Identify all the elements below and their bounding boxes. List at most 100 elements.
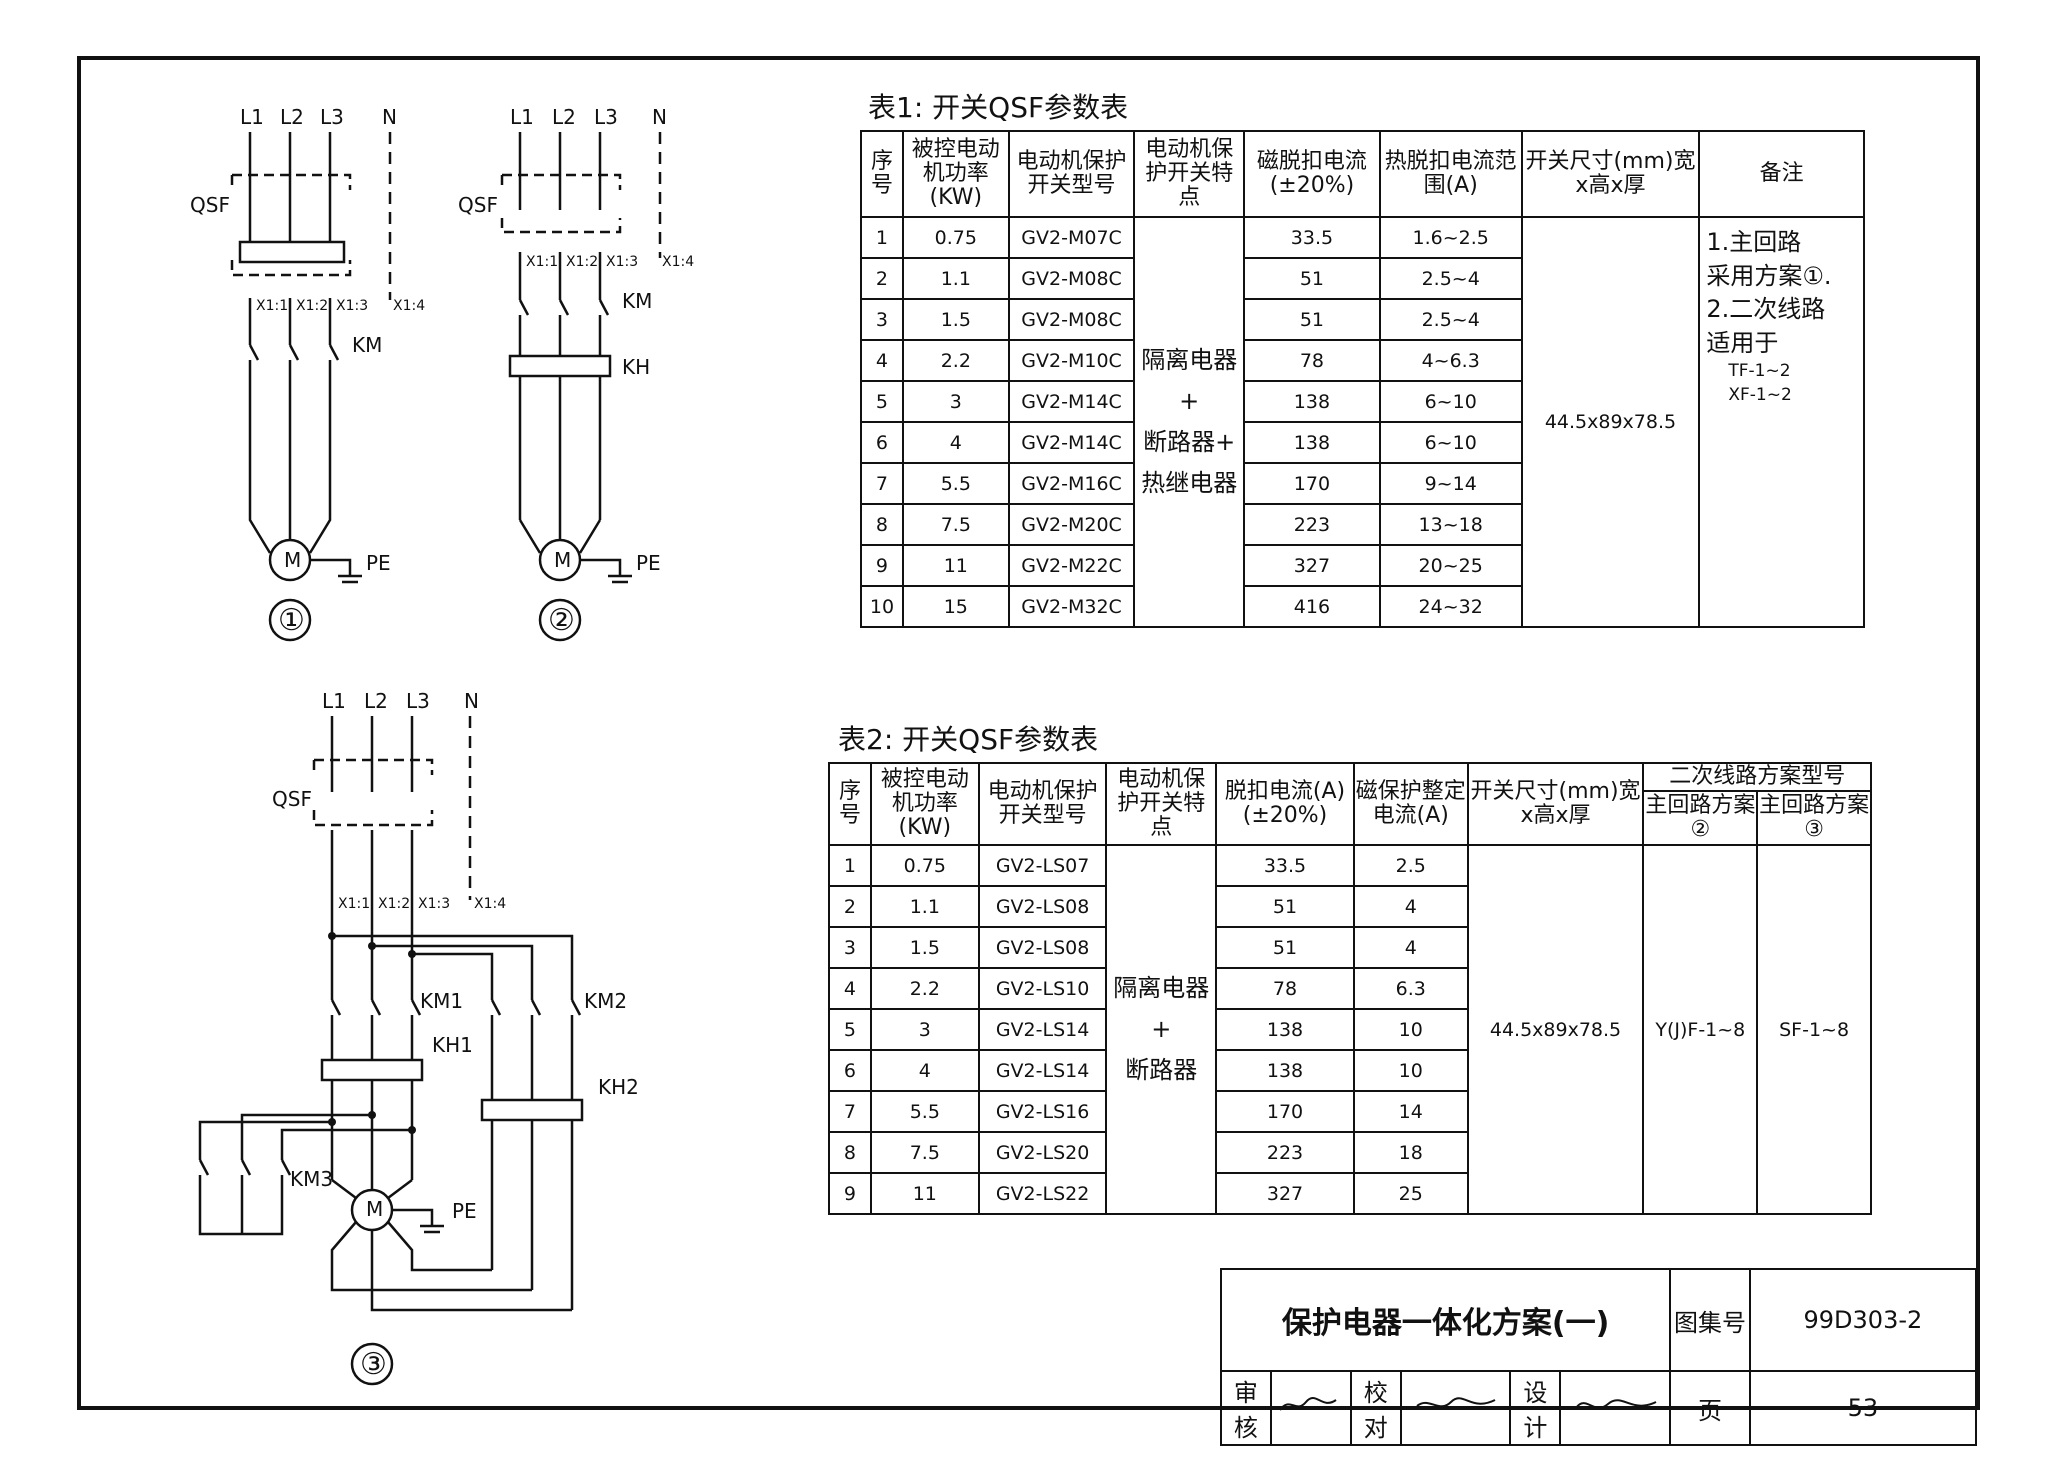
t2-seq: 3: [828, 926, 872, 969]
d2-km-label: KM: [622, 289, 652, 313]
t2-trip: 170: [1215, 1090, 1355, 1133]
d3-qsf-label: QSF: [272, 787, 312, 811]
t2-h-trip: 脱扣电流(A)(±20%): [1215, 762, 1355, 846]
t2-power: 1.1: [869, 885, 980, 928]
d3-km2-label: KM2: [584, 989, 627, 1013]
t1-remark-line: 适用于: [1706, 328, 1779, 357]
t2-seq: 6: [828, 1049, 872, 1092]
t2-trip: 138: [1215, 1049, 1355, 1092]
t1-thermal: 2.5~4: [1378, 298, 1523, 341]
t1-seq: 3: [860, 298, 904, 341]
design-label: 设计: [1509, 1370, 1562, 1446]
t2-power: 11: [869, 1172, 980, 1215]
d3-t2: X1:2: [378, 896, 410, 912]
d1-t4: X1:4: [393, 298, 425, 314]
t2-trip: 223: [1215, 1131, 1355, 1174]
t2-power: 0.75: [869, 844, 980, 887]
t2-scheme3: SF-1~8: [1756, 844, 1872, 1215]
d1-bus-l3: L3: [320, 105, 344, 129]
d2-bus-l1: L1: [510, 105, 534, 129]
t1-h-remark: 备注: [1698, 130, 1865, 218]
d3-kh1-label: KH1: [432, 1033, 473, 1057]
table2: 序号 被控电动机功率(KW) 电动机保护开关型号 电动机保护开关特点 脱扣电流(…: [828, 762, 1872, 1215]
d3-bus-n: N: [464, 689, 479, 713]
t1-model: GV2-M20C: [1007, 503, 1136, 546]
d1-motor-label: M: [284, 548, 301, 572]
t1-thermal: 2.5~4: [1378, 257, 1523, 300]
t1-power: 5.5: [901, 462, 1010, 505]
t1-power: 1.1: [901, 257, 1010, 300]
t2-feature: 隔离电器+断路器: [1105, 844, 1218, 1215]
t2-setting: 2.5: [1352, 844, 1469, 887]
t1-thermal: 4~6.3: [1378, 339, 1523, 382]
t2-trip: 78: [1215, 967, 1355, 1010]
t2-model: GV2-LS20: [977, 1131, 1108, 1174]
table1: 序号 被控电动机功率(KW) 电动机保护开关型号 电动机保护开关特点 磁脱扣电流…: [860, 130, 1865, 628]
t2-power: 7.5: [869, 1131, 980, 1174]
d3-motor-label: M: [366, 1197, 383, 1221]
t1-mag: 170: [1243, 462, 1381, 505]
table1-caption: 表1: 开关QSF参数表: [868, 91, 1129, 124]
t1-h-size: 开关尺寸(mm)宽x高x厚: [1520, 130, 1701, 218]
t1-power: 3: [901, 380, 1010, 423]
d1-t3: X1:3: [336, 298, 368, 314]
d1-bus-l1: L1: [240, 105, 264, 129]
t1-seq: 1: [860, 216, 904, 259]
t1-seq: 8: [860, 503, 904, 546]
t1-mag: 223: [1243, 503, 1381, 546]
t1-model: GV2-M10C: [1007, 339, 1136, 382]
t1-power: 0.75: [901, 216, 1010, 259]
signature-check: [1415, 1397, 1495, 1408]
t1-feature-line: 隔离电器+: [1141, 346, 1238, 416]
t2-h-scheme3: 主回路方案③: [1756, 790, 1872, 846]
t1-seq: 10: [860, 585, 904, 628]
t1-power: 15: [901, 585, 1010, 628]
d1-bus-n: N: [382, 105, 397, 129]
d3-bus-l3: L3: [406, 689, 430, 713]
t2-h-secondary: 二次线路方案型号: [1642, 762, 1872, 792]
d2-t3: X1:3: [606, 254, 638, 270]
t1-mag: 78: [1243, 339, 1381, 382]
diagram-2: L1 L2 L3 N QSF X1:1 X1:2 X1:3 X1:4 KM KH…: [458, 105, 694, 642]
d2-motor-label: M: [554, 548, 571, 572]
t1-mag: 138: [1243, 380, 1381, 423]
atlas-number: 99D303-2: [1748, 1268, 1978, 1372]
t2-h-scheme2: 主回路方案②: [1642, 790, 1759, 846]
t1-power: 11: [901, 544, 1010, 587]
review-signature: [1269, 1370, 1352, 1446]
d3-km1-label: KM1: [420, 989, 463, 1013]
d3-bus-l2: L2: [364, 689, 388, 713]
t1-remark-line: 2.二次线路: [1706, 295, 1826, 324]
page-label: 页: [1669, 1370, 1751, 1446]
signature-review: [1278, 1397, 1337, 1411]
t2-model: GV2-LS10: [977, 967, 1108, 1010]
t1-mag: 51: [1243, 257, 1381, 300]
t2-h-model: 电动机保护开关型号: [977, 762, 1108, 846]
d1-km-label: KM: [352, 333, 382, 357]
t1-power: 2.2: [901, 339, 1010, 382]
t2-trip: 51: [1215, 885, 1355, 928]
t2-setting: 6.3: [1352, 967, 1469, 1010]
t2-h-setting: 磁保护整定电流(A): [1352, 762, 1469, 846]
t1-remark-line: TF-1~2: [1728, 361, 1791, 382]
t1-model: GV2-M08C: [1007, 257, 1136, 300]
review-label: 审核: [1220, 1370, 1272, 1446]
t1-h-mag: 磁脱扣电流(±20%): [1243, 130, 1381, 218]
t2-trip: 51: [1215, 926, 1355, 969]
check-label: 校对: [1349, 1370, 1402, 1446]
t2-feature-line: 断路器: [1125, 1055, 1198, 1084]
atlas-label: 图集号: [1669, 1268, 1751, 1372]
t1-h-thermal: 热脱扣电流范围(A): [1378, 130, 1523, 218]
